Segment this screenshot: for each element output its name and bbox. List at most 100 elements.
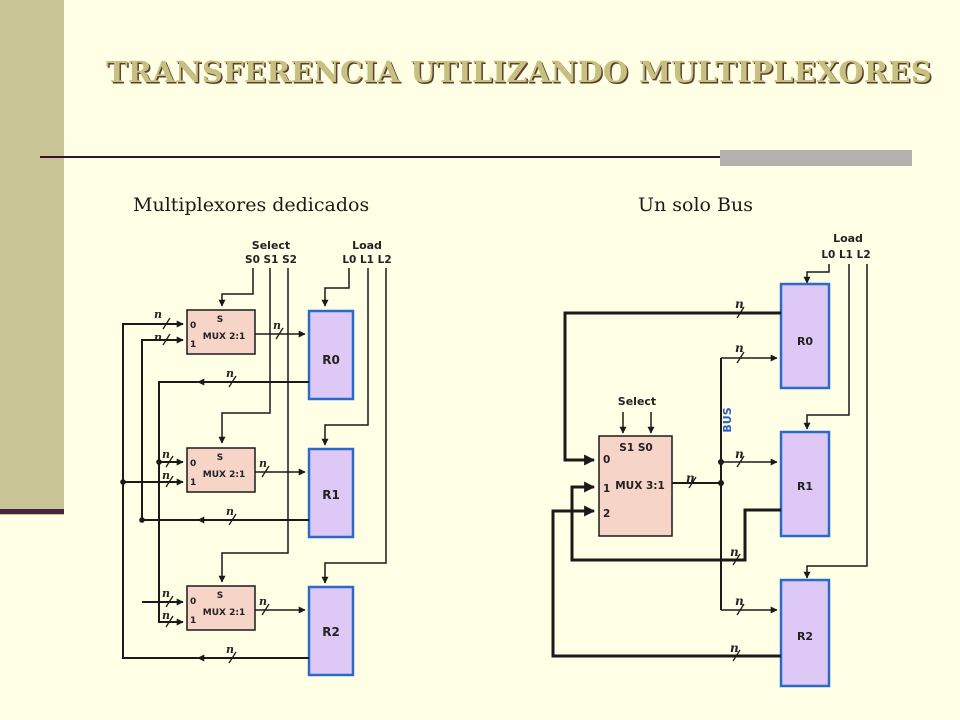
left-diagram-subtitle: Multiplexores dedicados: [133, 194, 370, 216]
bus-load-line-l1: [803, 264, 850, 430]
width-slash: [261, 603, 270, 616]
mux-1-select: S: [217, 453, 223, 463]
width-label: n: [259, 457, 267, 470]
width-slash: [165, 455, 174, 468]
width-slash: [162, 333, 171, 346]
width-label: n: [735, 297, 744, 311]
r2-bus: [122, 320, 198, 659]
mux-1-label: MUX 2:1: [203, 470, 245, 480]
bus-load-line-l0: [803, 264, 830, 284]
width-slash: [736, 603, 745, 616]
mux-0-label: MUX 2:1: [203, 332, 245, 342]
right-load-signals: L0 L1 L2: [821, 249, 870, 261]
bus-register-r0: [779, 282, 831, 390]
bus-register-r1: [779, 430, 831, 538]
bus-register-r0-label: R0: [797, 335, 813, 348]
width-label: n: [162, 587, 170, 600]
side-band-rule: [0, 509, 64, 514]
width-label: n: [259, 595, 267, 608]
mux-0-select: S: [217, 315, 223, 325]
right-diagram-subtitle: Un solo Bus: [638, 194, 753, 216]
width-slash: [228, 513, 237, 526]
select-line-s1: [218, 268, 271, 444]
left-select-label: Select: [252, 239, 290, 252]
width-label: n: [730, 641, 739, 655]
junction-dot: [139, 517, 145, 523]
width-slash: [732, 649, 741, 662]
left-select-signals: S0 S1 S2: [245, 254, 297, 266]
width-label: n: [162, 609, 170, 622]
mux-1-input-0: 0: [190, 459, 196, 469]
r0-to-mux-input-0: [563, 311, 781, 466]
mux-3to1: [598, 435, 673, 537]
load-line-l1: [321, 268, 369, 446]
width-label: n: [735, 341, 744, 355]
junction-dot: [120, 479, 126, 485]
mux-2-select: S: [217, 591, 223, 601]
mux-0: [186, 309, 256, 355]
r1-bus: [141, 336, 198, 521]
left-diagram: Select S0 S1 S2 Load L0 L1 L2 S 0 1 MUX …: [120, 239, 392, 677]
left-register-r1-label: R1: [322, 488, 340, 502]
right-load-label: Load: [833, 232, 863, 245]
width-slash: [165, 475, 174, 488]
mux-2-input-1: 1: [190, 616, 196, 626]
width-slash: [736, 306, 745, 319]
mux-3to1-selects: S1 S0: [619, 442, 652, 454]
width-label: n: [735, 594, 744, 608]
title-underline-accent: [720, 150, 912, 166]
width-slash: [165, 615, 174, 628]
left-load-signals: L0 L1 L2: [342, 254, 391, 266]
width-slash: [261, 465, 270, 478]
left-register-r2-label: R2: [322, 625, 340, 639]
left-load-label: Load: [352, 239, 382, 252]
width-label: n: [162, 469, 170, 482]
width-label: n: [226, 643, 234, 656]
left-register-r1: [307, 447, 355, 539]
load-line-l0: [321, 268, 350, 307]
width-slash: [162, 317, 171, 330]
width-slash: [732, 553, 741, 566]
r1-to-mux-input-1: [570, 481, 781, 562]
right-select-label: Select: [618, 395, 656, 408]
junction-dot: [156, 459, 162, 465]
mux-0-input-1: 1: [190, 340, 196, 350]
mux-3to1-input-2: 2: [603, 508, 610, 520]
mux-3to1-input-1: 1: [603, 483, 610, 495]
width-label: n: [686, 471, 695, 485]
mux-3to1-label: MUX 3:1: [615, 480, 665, 492]
width-label: n: [226, 367, 234, 380]
width-slash: [736, 455, 745, 468]
width-label: n: [162, 448, 170, 461]
width-label: n: [154, 308, 162, 321]
mux-2: [186, 585, 256, 631]
mux-1-input-1: 1: [190, 478, 196, 488]
width-slash: [275, 327, 284, 340]
mux-2-label: MUX 2:1: [203, 608, 245, 618]
slide-title: TRANSFERENCIA UTILIZANDO MULTIPLEXORES: [106, 55, 933, 89]
width-label: n: [273, 319, 281, 332]
left-register-r0-label: R0: [322, 353, 340, 367]
width-slash: [228, 375, 237, 388]
side-band: [0, 0, 64, 515]
select-line-s0: [218, 268, 254, 307]
width-slash: [736, 351, 745, 364]
r2-to-mux-input-2: [551, 505, 781, 658]
bus-register-r1-label: R1: [797, 480, 813, 493]
bus-junction-dot: [718, 480, 724, 486]
width-label: n: [735, 447, 744, 461]
bus-load-line-l2: [803, 264, 868, 579]
mux-3to1-input-0: 0: [603, 454, 610, 466]
mux-2-input-0: 0: [190, 597, 196, 607]
bus-register-r2-label: R2: [797, 630, 813, 643]
left-register-r0: [307, 309, 355, 401]
bus-register-r2: [779, 578, 831, 688]
width-label: n: [226, 505, 234, 518]
mux-0-input-0: 0: [190, 321, 196, 331]
width-label: n: [730, 545, 739, 559]
title-underline: [40, 156, 912, 158]
mux-1: [186, 447, 256, 493]
r0-bus: [158, 381, 198, 626]
bus-label: BUS: [721, 407, 734, 432]
